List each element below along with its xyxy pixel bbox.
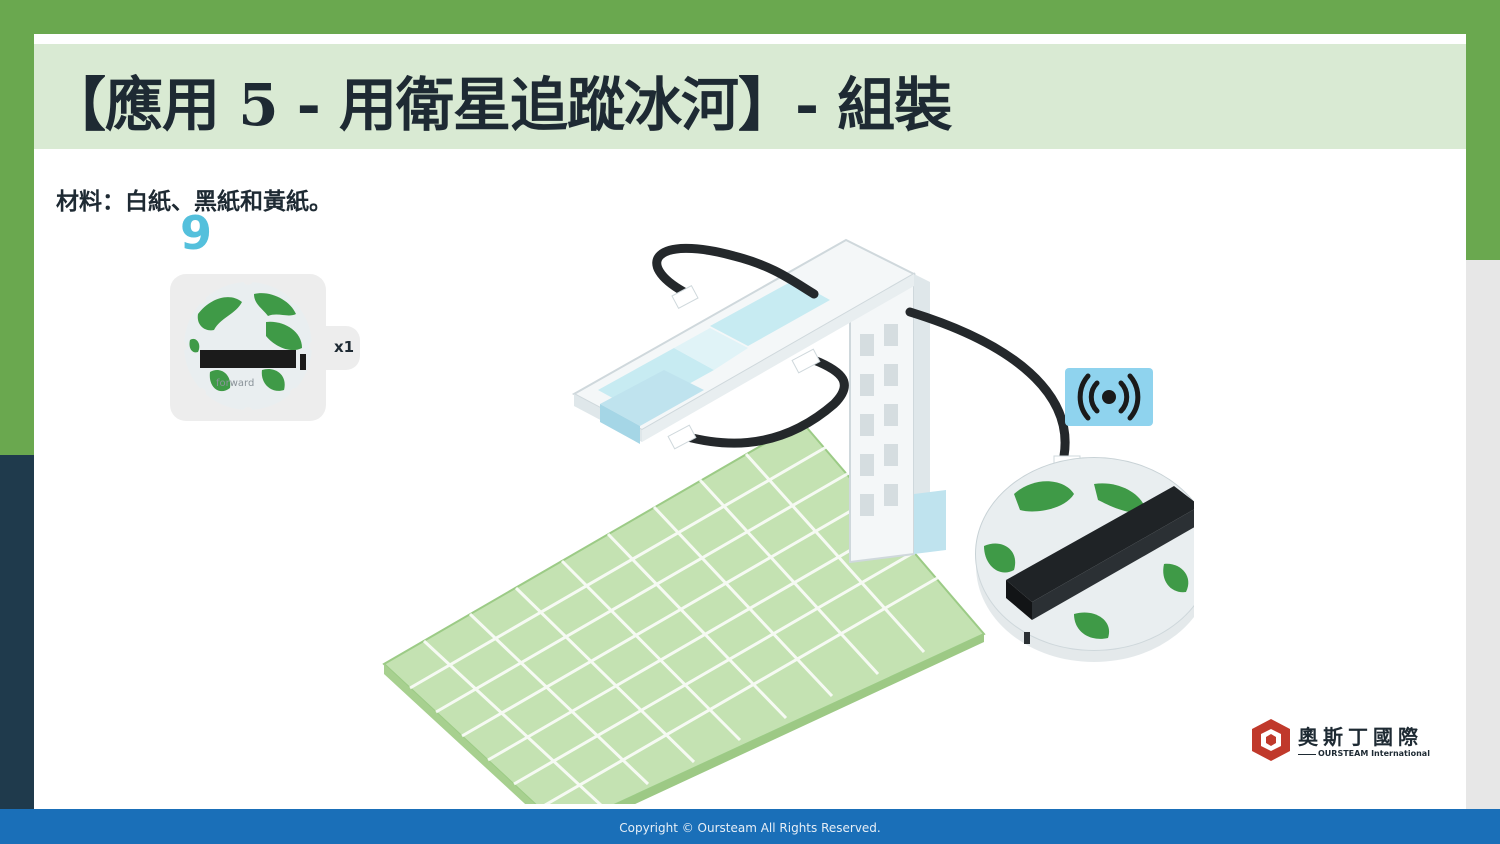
continent-shapes [189, 293, 302, 392]
earth-controller-board [975, 457, 1194, 662]
slide-title: 【應用 5 - 用衛星追蹤冰河】- 組裝 [48, 71, 952, 139]
background-right-green [1466, 34, 1500, 274]
background-right-grey [1466, 260, 1500, 820]
radio-signal-icon [1077, 373, 1141, 421]
step-number: 9 [180, 206, 213, 260]
sensor-module [600, 370, 704, 444]
footer-bar: Copyright © Oursteam All Rights Reserved… [0, 809, 1500, 844]
power-switch [300, 354, 306, 370]
title-band: 【應用 5 - 用衛星追蹤冰河】- 組裝 [34, 44, 1466, 149]
part-card: forward [170, 274, 326, 421]
logo-name-en: OURSTEAM International [1318, 749, 1430, 758]
edge-connector [200, 350, 296, 368]
board-label: forward [216, 378, 254, 389]
materials-text: 材料：白紙、黑紙和黃紙。 [56, 189, 332, 215]
cables [652, 243, 1070, 461]
assembly-illustration [382, 238, 1194, 804]
footer-copyright: Copyright © Oursteam All Rights Reserved… [619, 821, 881, 835]
background-left-dark [0, 455, 34, 815]
logo-name-cn: 奧斯丁國際 [1298, 725, 1423, 749]
background-top-band [0, 0, 1500, 34]
cube-logo-icon [1252, 719, 1290, 761]
background-left-green [0, 34, 34, 474]
slide-canvas: 【應用 5 - 用衛星追蹤冰河】- 組裝 材料：白紙、黑紙和黃紙。 9 [34, 34, 1466, 810]
earth-board-part-image: forward [177, 275, 319, 417]
part-quantity: x1 [334, 338, 355, 356]
green-grid-baseplate [382, 420, 986, 804]
radio-signal-badge [1065, 368, 1153, 426]
logo-divider [1298, 754, 1316, 755]
